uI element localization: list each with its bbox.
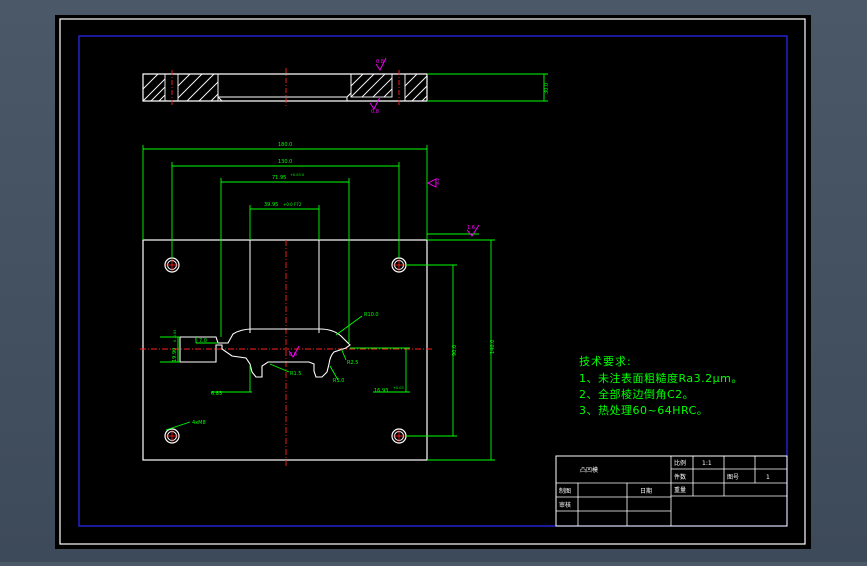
roughness-right: 1.6 [467, 225, 475, 231]
roughness-symbol [288, 178, 480, 358]
dim-holes-note: 4xM8 [192, 420, 206, 426]
section-hatch-right [350, 73, 428, 102]
plan-centerlines [140, 240, 432, 468]
insert-slot [249, 240, 320, 333]
dim-insert-suffix: +0.0 F72 [283, 202, 302, 207]
dim-left-offset-tol: 0 -0.03 [173, 330, 177, 342]
dim-left-tab: 7.0 [199, 338, 207, 344]
dim-bottom-right: 16.93 [374, 388, 388, 394]
dim-section-thickness: 30.0 [544, 83, 550, 94]
dim-radius-mid: R2.5 [347, 360, 358, 366]
title-label-scale: 比例 [674, 459, 686, 467]
notes-item: 1、未注表面粗糙度Ra3.2μm。 [579, 371, 743, 385]
notes-heading: 技术要求: [579, 355, 632, 368]
roughness-value-top: 0.8 [376, 59, 384, 65]
roughness-center: 0.8 [289, 352, 297, 358]
plate-outline [142, 239, 428, 461]
dim-left-offset: 19.90 [172, 348, 178, 362]
mounting-hole [164, 257, 180, 273]
title-drawing-name: 凸凹模 [580, 466, 598, 474]
dim-hole-vertical: 90.0 [452, 345, 458, 356]
title-label-drawing-no: 图号 [727, 474, 739, 481]
title-scale-value: 1:1 [702, 460, 712, 467]
title-sheet-value: 1 [766, 474, 770, 481]
title-label-weight: 重量 [674, 486, 686, 494]
mounting-hole [391, 428, 407, 444]
dim-overall-width: 180.0 [278, 142, 292, 148]
mounting-hole [164, 428, 180, 444]
section-view: 0.8 0.8 [142, 57, 548, 115]
title-label-drawn: 制图 [559, 487, 571, 495]
dimension-lines [142, 145, 495, 461]
dim-radius-top: R10.0 [364, 312, 379, 318]
dim-bottom-right-tol: +0.03 [393, 386, 404, 390]
title-block-frame [555, 455, 788, 527]
notes-item: 2、全部棱边倒角C2。 [579, 387, 694, 401]
dim-radius-small: R1.5 [290, 371, 301, 377]
mounting-hole [391, 257, 407, 273]
title-label-checked: 审核 [559, 501, 571, 509]
dim-cavity-tol: +0.03 0 [290, 173, 304, 177]
dim-radius-one: R1.0 [333, 378, 344, 384]
roughness-symbol [369, 57, 387, 110]
title-block: 凸凹模 比例 1:1 件数 图号 1 重量 制图 日期 审核 [555, 455, 788, 527]
dim-insert-width: 39.95 [264, 202, 278, 208]
dim-cavity-width: 71.95 [272, 175, 286, 181]
inner-border [78, 35, 788, 527]
title-label-quantity: 件数 [674, 473, 686, 481]
roughness-plate: 3.2 [435, 178, 441, 185]
notes-item: 3、热处理60~64HRC。 [579, 404, 708, 417]
dim-hole-spacing: 130.0 [278, 159, 292, 165]
plan-view: 180.0 130.0 71.95 +0.03 0 39.95 +0.0 F72… [140, 83, 550, 468]
section-hatch-left [142, 73, 219, 102]
roughness-value-bottom: 0.8 [371, 109, 379, 115]
section-thickness-dim [427, 73, 548, 102]
technical-notes: 技术要求: 1、未注表面粗糙度Ra3.2μm。 2、全部棱边倒角C2。 3、热处… [579, 355, 743, 417]
title-label-date: 日期 [640, 487, 652, 495]
punch-profile [179, 328, 351, 378]
dimension-labels: 180.0 130.0 71.95 +0.03 0 39.95 +0.0 F72… [172, 83, 550, 426]
outer-frame [59, 18, 806, 545]
section-centerlines [171, 68, 400, 106]
dim-overall-height: 140.0 [490, 340, 496, 354]
dim-bottom-left: 6.83 [211, 391, 222, 397]
